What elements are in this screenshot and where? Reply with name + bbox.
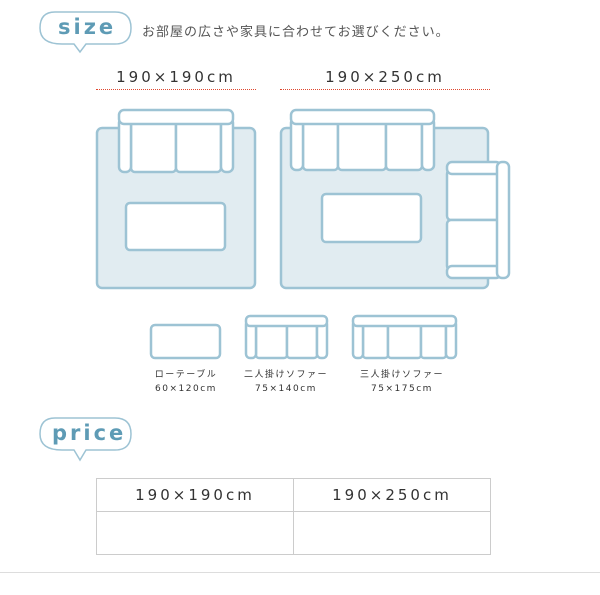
price-speech-bubble (39, 417, 132, 462)
price-col-190x250: 190×250cm (293, 478, 491, 512)
furniture-size: 75×175cm (371, 384, 433, 394)
three-seat-sofa-layout (289, 108, 436, 172)
price-badge: price (52, 421, 127, 445)
price-cell-190x250 (293, 511, 491, 555)
furniture-label-low-table: ローテーブル 60×120cm (136, 368, 236, 396)
price-cell-190x190 (96, 511, 294, 555)
furniture-name: ローテーブル (154, 370, 218, 380)
size-intro-text: お部屋の広さや家具に合わせてお選びください。 (142, 25, 450, 40)
low-table-layout-1 (124, 201, 227, 252)
furniture-name: 二人掛けソファー (243, 370, 328, 380)
divider (0, 572, 600, 573)
price-col-190x190: 190×190cm (96, 478, 294, 512)
low-table-layout-2 (320, 192, 423, 244)
furniture-size: 60×120cm (155, 384, 217, 394)
side-sofa-layout (445, 160, 511, 280)
size-badge: size (58, 15, 117, 39)
two-seat-sofa-icon (244, 314, 329, 360)
low-table-icon (149, 323, 222, 360)
furniture-name: 三人掛けソファー (359, 370, 444, 380)
furniture-size: 75×140cm (255, 384, 317, 394)
furniture-label-two-seat-sofa: 二人掛けソファー 75×140cm (236, 368, 336, 396)
furniture-label-three-seat-sofa: 三人掛けソファー 75×175cm (352, 368, 452, 396)
two-seat-sofa-layout (117, 108, 235, 174)
three-seat-sofa-icon (351, 314, 458, 360)
layout-2-dimension: 190×250cm (280, 68, 490, 90)
size-speech-bubble (39, 11, 132, 54)
layout-1-dimension: 190×190cm (96, 68, 256, 90)
